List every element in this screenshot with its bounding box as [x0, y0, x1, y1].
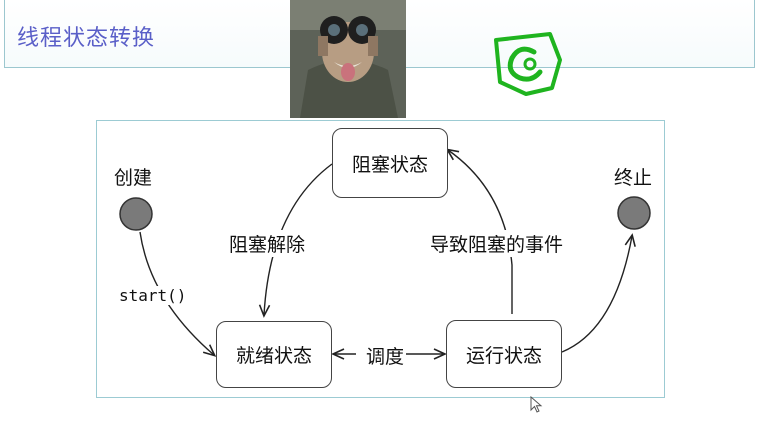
- edge-blocked-to-ready: [258, 163, 333, 318]
- transition-label-start: start(): [117, 286, 189, 305]
- state-ready: 就绪状态: [216, 321, 332, 388]
- start-node-label: 创建: [114, 163, 153, 190]
- state-blocked: 阻塞状态: [332, 128, 448, 198]
- edge-running-to-end: [561, 233, 636, 353]
- end-node: [617, 196, 651, 230]
- start-node: [119, 197, 153, 231]
- state-running: 运行状态: [446, 320, 562, 388]
- slide-title: 线程状态转换: [17, 26, 156, 51]
- green-c-logo-icon: [490, 30, 564, 98]
- transition-label-schedule: 调度: [364, 342, 407, 369]
- transition-label-block-event: 导致阻塞的事件: [428, 230, 566, 257]
- end-node-label: 终止: [614, 163, 653, 190]
- mouse-cursor-icon: [530, 395, 544, 418]
- binoculars-photo: [290, 0, 406, 118]
- edge-running-to-blocked: [445, 148, 513, 314]
- transition-label-unblock: 阻塞解除: [227, 230, 308, 257]
